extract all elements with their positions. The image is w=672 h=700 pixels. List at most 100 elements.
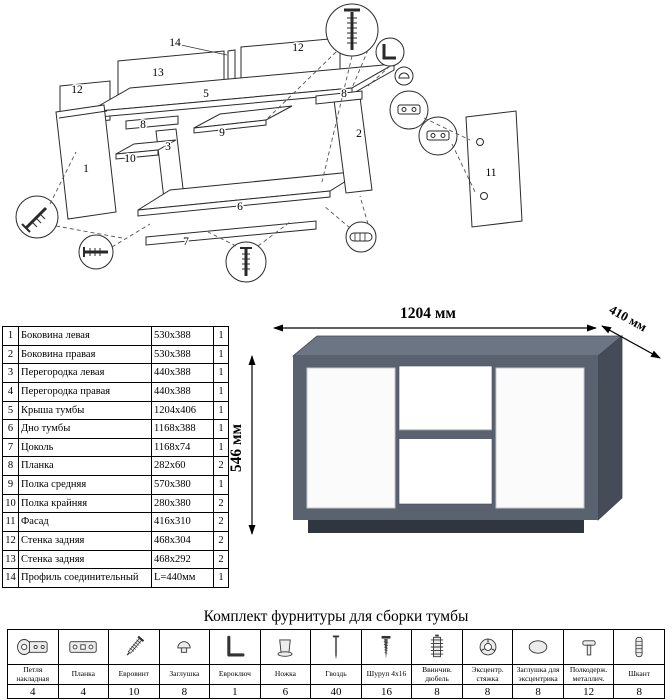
part-qty: 1 <box>213 419 229 439</box>
part-name: Полка крайняя <box>18 493 152 514</box>
part-label: 8 <box>140 119 146 131</box>
hardware-item-name: Евровинт <box>108 664 160 685</box>
hinge-plate-callout-icon <box>426 130 450 141</box>
part-size: 1204x406 <box>151 400 214 421</box>
part-qty: 2 <box>213 456 229 477</box>
part-name: Боковина правая <box>18 344 152 365</box>
top-panel <box>87 63 395 119</box>
depth-dimension-label: 410 мм <box>607 302 650 335</box>
part-size: 468x292 <box>151 549 214 570</box>
facade-door <box>465 110 523 228</box>
hardware-icon-cell <box>562 629 615 665</box>
hardware-item-qty: 8 <box>158 684 211 699</box>
part-name: Стенка задняя <box>18 531 152 551</box>
plinth-panel <box>145 220 317 246</box>
cap-callout-icon <box>398 72 410 79</box>
product-render: 1204 мм 410 мм 546 мм <box>228 301 661 535</box>
hardware-item-name: Шуруп 4x16 <box>360 664 413 685</box>
part-num: 3 <box>2 363 19 383</box>
part-label: 9 <box>219 127 225 139</box>
left-side-panel <box>55 104 117 220</box>
part-size: 282x60 <box>151 456 214 477</box>
hardware-item-qty: 8 <box>461 684 514 699</box>
part-qty: 2 <box>213 549 229 570</box>
part-label: 13 <box>152 67 164 79</box>
hardware-icon-cell <box>108 629 160 665</box>
part-num: 8 <box>2 456 19 477</box>
label-leader-lines <box>180 44 228 56</box>
hinge-arm-callout-icon <box>397 104 421 115</box>
part-num: 14 <box>2 568 19 588</box>
hardware-icon-cell <box>512 629 564 665</box>
callout-hex-key <box>375 37 405 67</box>
bottom-panel <box>137 170 363 217</box>
hardware-icon-cell <box>461 629 514 665</box>
hardware-item-qty: 8 <box>613 684 665 699</box>
left-door <box>306 367 396 509</box>
hardware-icon-cell <box>411 629 463 665</box>
hardware-item-name: Заглушка <box>158 664 211 685</box>
part-size: 570x380 <box>151 475 214 495</box>
hardware-icon-cell <box>209 629 261 665</box>
hardware-table: Петля накладная Планка Евровинт Заглушка… <box>7 629 665 699</box>
part-num: 2 <box>2 344 19 365</box>
hardware-item-name: Ножка <box>259 664 312 685</box>
hardware-icon-cell <box>360 629 413 665</box>
cabinet-top-face <box>291 335 624 357</box>
cabinet-render <box>291 335 624 533</box>
hardware-item-qty: 1 <box>209 684 261 699</box>
part-label: 14 <box>169 37 181 49</box>
hardware-item-qty: 10 <box>108 684 160 699</box>
cabinet-side-face <box>597 335 623 521</box>
hardware-item-qty: 40 <box>310 684 362 699</box>
cam-lock-icon <box>479 638 496 656</box>
part-num: 13 <box>2 549 19 570</box>
part-num: 1 <box>2 326 19 346</box>
cam-cap-icon <box>528 640 548 654</box>
plate-icon <box>69 641 97 653</box>
part-name: Фасад <box>18 512 152 533</box>
hardware-item-name: Полкодерж. металлич. <box>562 664 615 685</box>
part-qty: 1 <box>213 568 229 588</box>
part-label: 12 <box>292 42 304 54</box>
part-size: 440x388 <box>151 381 214 402</box>
hardware-kit-title: Комплект фурнитуры для сборки тумбы <box>203 608 469 625</box>
hinge-icon <box>16 639 48 655</box>
part-label: 2 <box>356 128 362 140</box>
part-label: 7 <box>183 236 189 248</box>
screw-left-callout-icon <box>21 206 48 233</box>
part-size: 1168x388 <box>151 419 214 439</box>
part-label: 5 <box>203 88 209 100</box>
hardware-item-name: Планка <box>57 664 110 685</box>
hardware-item-name: Гвоздь <box>310 664 362 685</box>
part-name: Крыша тумбы <box>18 400 152 421</box>
part-size: 280x380 <box>151 493 214 514</box>
middle-shelf-front <box>399 430 492 439</box>
part-name: Профиль соединительный <box>18 568 152 588</box>
part-label: 3 <box>165 141 171 153</box>
part-name: Перегородка правая <box>18 381 152 402</box>
hardware-icon-cell <box>259 629 312 665</box>
hardware-qty-row: 4 4 10 8 1 6 40 16 8 8 8 12 8 <box>7 684 665 699</box>
plank-right <box>315 90 363 105</box>
part-qty: 2 <box>213 512 229 533</box>
part-qty: 1 <box>213 400 229 421</box>
hardware-icon-cell <box>57 629 110 665</box>
wood-dowel-icon <box>635 636 643 658</box>
hardware-item-qty: 12 <box>562 684 615 699</box>
callout-leader-lines <box>49 49 477 248</box>
leg-icon <box>277 639 293 657</box>
part-size: 416x310 <box>151 512 214 533</box>
part-name: Дно тумбы <box>18 419 152 439</box>
shelf-pin-icon <box>581 640 596 656</box>
part-size: 530x388 <box>151 326 214 346</box>
